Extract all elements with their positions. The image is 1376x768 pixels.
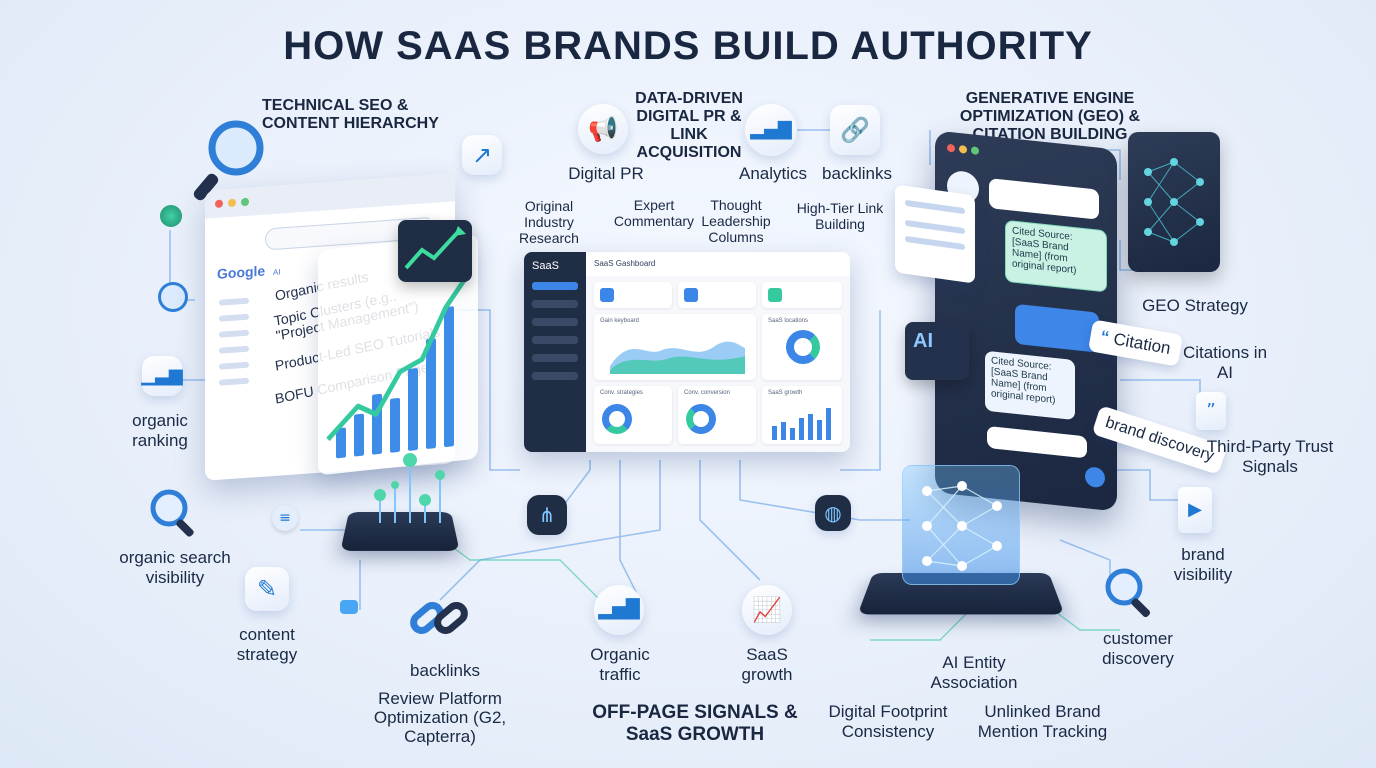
ring-icon bbox=[158, 282, 188, 312]
dashboard-nav-item[interactable] bbox=[532, 336, 578, 344]
label-original-research: Original Industry Research bbox=[519, 198, 579, 246]
node-dot-icon bbox=[160, 205, 182, 227]
heading-digital-pr: DATA-DRIVEN DIGITAL PR & LINK ACQUISITIO… bbox=[635, 90, 743, 161]
heading-off-page: OFF-PAGE SIGNALS & SaaS GROWTH bbox=[592, 702, 798, 745]
page-title: HOW SAAS BRANDS BUILD AUTHORITY bbox=[283, 24, 1093, 68]
trend-up-icon: 📈 bbox=[742, 585, 792, 635]
chat-input[interactable] bbox=[987, 425, 1087, 459]
ai-badge: AI bbox=[905, 322, 969, 380]
label-saas-growth: SaaS growth bbox=[741, 645, 793, 684]
trend-up-icon: ↗ bbox=[462, 135, 502, 175]
bar-chart-icon: ▂▄▇ bbox=[745, 104, 797, 156]
label-backlinks-top: backlinks bbox=[822, 164, 892, 183]
trend-chart-icon bbox=[398, 220, 472, 282]
bar-card: SaaS growth bbox=[762, 386, 842, 444]
kpi-card bbox=[678, 282, 756, 308]
data-platform-nodes bbox=[365, 445, 455, 535]
kpi-card bbox=[762, 282, 842, 308]
dashboard-nav-item[interactable] bbox=[532, 372, 578, 380]
label-ai-entity: AI Entity Association bbox=[930, 653, 1018, 692]
document-pencil-icon: ✎ bbox=[245, 567, 289, 611]
globe-icon: ◍ bbox=[815, 495, 851, 531]
heading-technical-seo: TECHNICAL SEO & CONTENT HIERARCHY bbox=[262, 97, 439, 132]
label-third-party: Third-Party Trust Signals bbox=[1206, 437, 1334, 476]
citation-bubble: Cited Source: [SaaS Brand Name] (from or… bbox=[1005, 219, 1107, 293]
label-geo-strategy: GEO Strategy bbox=[1142, 296, 1248, 315]
ai-tab[interactable]: AI bbox=[273, 267, 281, 277]
label-organic-ranking: organic ranking bbox=[132, 411, 188, 450]
donut-card: Conv. conversion bbox=[678, 386, 756, 444]
megaphone-icon: 📢 bbox=[578, 104, 628, 154]
dashboard-title: SaaS Gashboard bbox=[586, 252, 850, 276]
label-review-platform: Review Platform Optimization (G2, Capter… bbox=[373, 689, 507, 746]
bar-chart-icon: ▂▅█ bbox=[594, 585, 644, 635]
dashboard-nav-item[interactable] bbox=[532, 282, 578, 290]
label-digital-pr: Digital PR bbox=[568, 164, 644, 183]
play-icon: ▶ bbox=[1178, 487, 1212, 533]
link-icon: 🔗 bbox=[830, 105, 880, 155]
bar-chart-icon: ▁▃▆ bbox=[141, 356, 183, 396]
label-digital-footprint: Digital Footprint Consistency bbox=[828, 702, 948, 741]
dashboard-nav-item[interactable] bbox=[532, 354, 578, 362]
link-chain-icon bbox=[408, 588, 470, 648]
neural-network-icon bbox=[1128, 132, 1220, 272]
label-backlinks-bottom: backlinks bbox=[410, 661, 480, 680]
chart-card: Gain keyboard bbox=[594, 314, 756, 380]
dashboard-nav-item[interactable] bbox=[532, 300, 578, 308]
dashboard-nav-item[interactable] bbox=[532, 318, 578, 326]
label-customer-discovery: customer discovery bbox=[1102, 629, 1174, 668]
growth-chart-panel bbox=[318, 233, 478, 476]
quote-icon: ” bbox=[1196, 392, 1226, 430]
donut-card: SaaS locations bbox=[762, 314, 842, 380]
label-citations-ai: Citations in AI bbox=[1182, 343, 1268, 382]
label-high-tier: High-Tier Link Building bbox=[796, 200, 884, 232]
citation-bubble: Cited Source: [SaaS Brand Name] (from or… bbox=[985, 350, 1075, 421]
cube-icon bbox=[340, 600, 358, 614]
label-organic-traffic: Organic traffic bbox=[590, 645, 650, 684]
chat-bubble-blue bbox=[1015, 303, 1099, 353]
label-expert-commentary: Expert Commentary bbox=[613, 197, 695, 229]
label-organic-search-visibility: organic search visibility bbox=[119, 548, 231, 587]
database-icon: ≡ bbox=[272, 505, 298, 531]
google-logo: Google bbox=[217, 262, 266, 282]
document-card bbox=[895, 184, 975, 284]
label-content-strategy: content strategy bbox=[236, 625, 298, 664]
magnifier-icon bbox=[192, 112, 272, 202]
label-unlinked-brand: Unlinked Brand Mention Tracking bbox=[977, 702, 1108, 741]
search-magnifier-icon bbox=[145, 484, 203, 542]
donut-card: Conv. strategies bbox=[594, 386, 672, 444]
label-thought-leadership: Thought Leadership Columns bbox=[701, 197, 771, 245]
label-analytics: Analytics bbox=[738, 164, 808, 183]
ai-chat-phone: Cited Source: [SaaS Brand Name] (from or… bbox=[935, 130, 1117, 512]
neural-network-icon bbox=[902, 465, 1020, 585]
label-brand-visibility: brand visibility bbox=[1173, 545, 1233, 584]
kpi-card bbox=[594, 282, 672, 308]
dashboard-logo: SaaS bbox=[532, 260, 559, 272]
quote-icon: “ bbox=[1098, 326, 1111, 348]
send-icon[interactable] bbox=[1085, 466, 1105, 489]
customer-magnifier-icon bbox=[1100, 563, 1160, 623]
heading-geo: GENERATIVE ENGINE OPTIMIZATION (GEO) & C… bbox=[959, 90, 1141, 143]
share-icon: ⋔ bbox=[527, 495, 567, 535]
chat-bubble bbox=[989, 178, 1099, 220]
saas-dashboard: SaaS SaaS Gashboard Gain keyboard SaaS l… bbox=[524, 252, 850, 452]
